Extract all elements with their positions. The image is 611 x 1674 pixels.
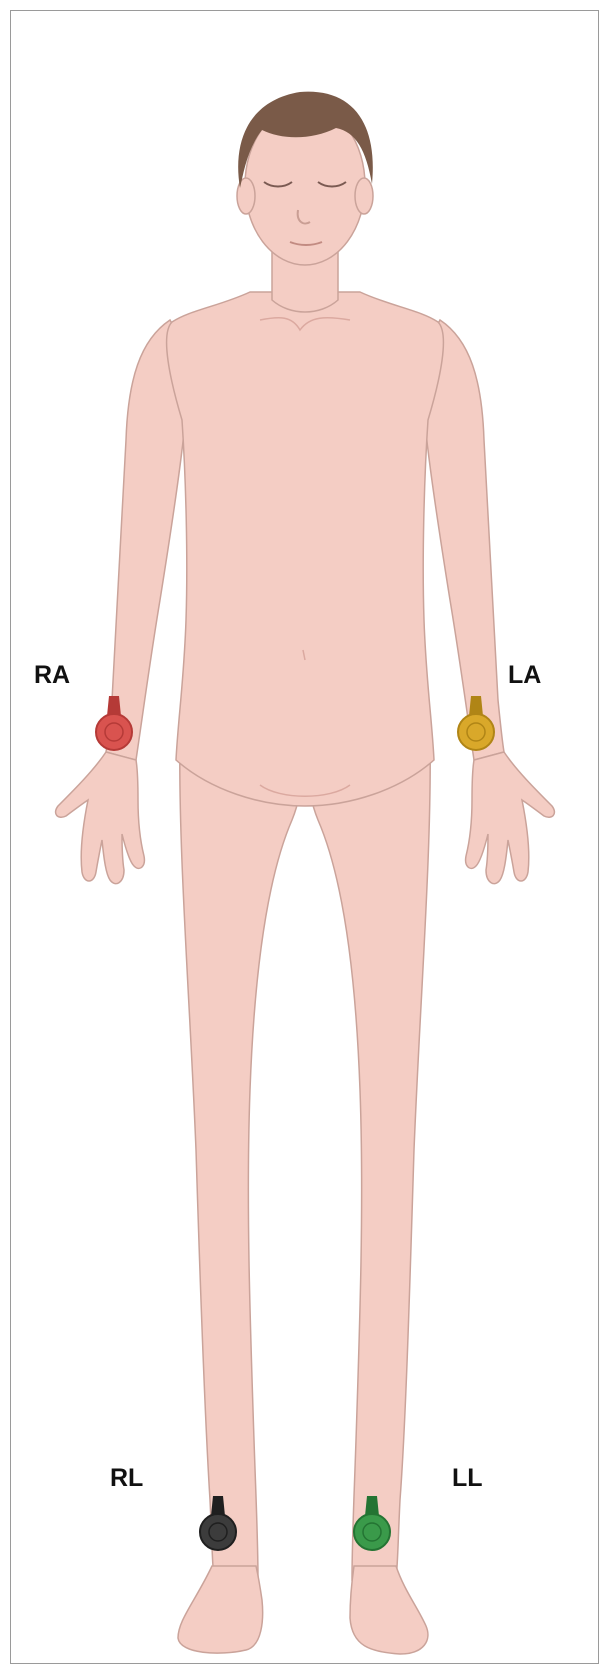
electrodes [96, 696, 494, 1550]
right-foot [178, 1566, 263, 1653]
left-leg [310, 735, 430, 1580]
left-hand [466, 752, 555, 884]
left-ear [355, 178, 373, 214]
left-foot [350, 1566, 428, 1654]
right-hand [56, 752, 145, 884]
electrode-pad [458, 714, 494, 750]
label-la: LA [508, 661, 541, 689]
torso [167, 292, 444, 806]
electrode-pad [354, 1514, 390, 1550]
electrode-pad [96, 714, 132, 750]
label-rl: RL [110, 1464, 143, 1492]
label-ra: RA [34, 661, 70, 689]
label-ll: LL [452, 1464, 483, 1492]
right-leg [180, 735, 300, 1580]
head [237, 92, 373, 265]
electrode-pad [200, 1514, 236, 1550]
